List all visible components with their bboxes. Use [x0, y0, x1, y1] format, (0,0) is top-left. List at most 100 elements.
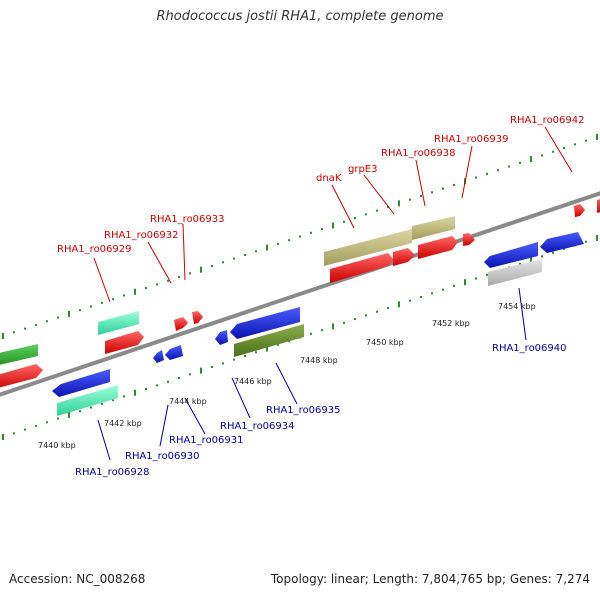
gene-feature[interactable]	[105, 331, 144, 354]
gene-feature[interactable]	[324, 229, 412, 266]
major-tick	[464, 279, 466, 286]
minor-tick	[101, 301, 103, 304]
gene-feature[interactable]	[215, 330, 228, 345]
gene-feature[interactable]	[52, 369, 110, 397]
gene-feature[interactable]	[540, 232, 584, 253]
minor-tick	[497, 169, 499, 172]
minor-tick	[409, 299, 411, 302]
minor-tick	[145, 388, 147, 391]
gene-feature[interactable]	[234, 324, 304, 357]
gene-label[interactable]: RHA1_ro06930	[125, 451, 200, 462]
minor-tick	[321, 329, 323, 332]
major-tick	[398, 200, 400, 207]
gene-label[interactable]: RHA1_ro06929	[57, 244, 132, 255]
minor-tick	[343, 220, 345, 223]
minor-tick	[178, 377, 180, 380]
minor-tick	[255, 250, 257, 253]
gene-feature[interactable]	[574, 204, 585, 217]
gene-label[interactable]: dnaK	[316, 173, 342, 184]
major-tick	[2, 333, 4, 339]
tick-label: 7440 kbp	[38, 441, 76, 450]
minor-tick	[90, 406, 92, 409]
minor-tick	[46, 421, 48, 424]
minor-tick	[112, 399, 114, 402]
minor-tick	[35, 323, 37, 326]
minor-tick	[244, 354, 246, 357]
minor-tick	[376, 209, 378, 212]
gene-label[interactable]: RHA1_ro06928	[75, 467, 150, 478]
minor-tick	[310, 231, 312, 234]
major-tick	[134, 288, 136, 295]
gene-feature[interactable]	[412, 216, 455, 240]
gene-label[interactable]: RHA1_ro06934	[220, 421, 295, 432]
minor-tick	[244, 253, 246, 256]
gene-feature[interactable]	[418, 236, 458, 259]
gene-feature[interactable]	[153, 350, 164, 363]
minor-tick	[189, 373, 191, 376]
gene-feature[interactable]	[174, 317, 188, 331]
major-tick	[596, 235, 598, 242]
minor-tick	[222, 362, 224, 365]
gene-label[interactable]: RHA1_ro06942	[510, 115, 585, 126]
minor-tick	[233, 257, 235, 260]
minor-tick	[376, 310, 378, 313]
genome-summary-text: Topology: linear; Length: 7,804,765 bp; …	[270, 572, 590, 586]
forward-gene-labels: RHA1_ro06929 RHA1_ro06932 RHA1_ro06933 d…	[57, 115, 585, 255]
minor-tick	[442, 288, 444, 291]
gene-feature[interactable]	[230, 307, 300, 339]
gene-feature[interactable]	[0, 364, 43, 390]
minor-tick	[486, 273, 488, 276]
minor-tick	[354, 318, 356, 321]
minor-tick	[365, 213, 367, 216]
minor-tick	[57, 417, 59, 420]
accession-text: Accession: NC_008268	[9, 572, 146, 586]
minor-tick	[46, 320, 48, 323]
major-tick	[530, 156, 532, 163]
minor-tick	[156, 283, 158, 286]
minor-tick	[563, 147, 565, 150]
minor-tick	[277, 242, 279, 245]
gene-label[interactable]: grpE3	[348, 164, 378, 175]
major-tick	[596, 134, 598, 141]
upper-tick-track	[2, 134, 598, 339]
gene-feature[interactable]	[463, 233, 475, 246]
major-tick	[332, 323, 334, 330]
minor-tick	[277, 343, 279, 346]
minor-tick	[288, 239, 290, 242]
minor-tick	[475, 277, 477, 280]
minor-tick	[79, 309, 81, 312]
gene-feature[interactable]	[165, 345, 183, 360]
major-tick	[266, 345, 268, 352]
minor-tick	[365, 314, 367, 317]
gene-feature[interactable]	[484, 242, 538, 268]
minor-tick	[387, 206, 389, 209]
label-leader-lines	[93, 126, 573, 461]
minor-tick	[24, 327, 26, 330]
gene-label[interactable]: RHA1_ro06935	[266, 405, 341, 416]
gene-label[interactable]: RHA1_ro06939	[434, 134, 509, 145]
minor-tick	[420, 295, 422, 298]
gene-feature[interactable]	[0, 344, 38, 367]
tick-label: 7448 kbp	[300, 356, 338, 365]
gene-feature[interactable]	[57, 385, 118, 416]
major-tick	[530, 257, 532, 264]
gene-feature[interactable]	[192, 311, 203, 324]
minor-tick	[431, 191, 433, 194]
gene-label[interactable]: RHA1_ro06931	[169, 435, 244, 446]
minor-tick	[585, 240, 587, 243]
gene-label[interactable]: RHA1_ro06938	[381, 148, 456, 159]
gene-feature[interactable]	[597, 197, 600, 213]
gene-feature[interactable]	[98, 311, 139, 335]
minor-tick	[453, 183, 455, 186]
minor-tick	[442, 187, 444, 190]
gene-features	[0, 197, 600, 416]
gene-feature[interactable]	[393, 248, 415, 266]
gene-feature[interactable]	[488, 259, 542, 286]
gene-label[interactable]: RHA1_ro06932	[104, 230, 179, 241]
gene-label[interactable]: RHA1_ro06933	[150, 214, 225, 225]
gene-feature[interactable]	[330, 253, 394, 283]
minor-tick	[167, 279, 169, 282]
gene-label[interactable]: RHA1_ro06940	[492, 343, 567, 354]
minor-tick	[299, 235, 301, 238]
